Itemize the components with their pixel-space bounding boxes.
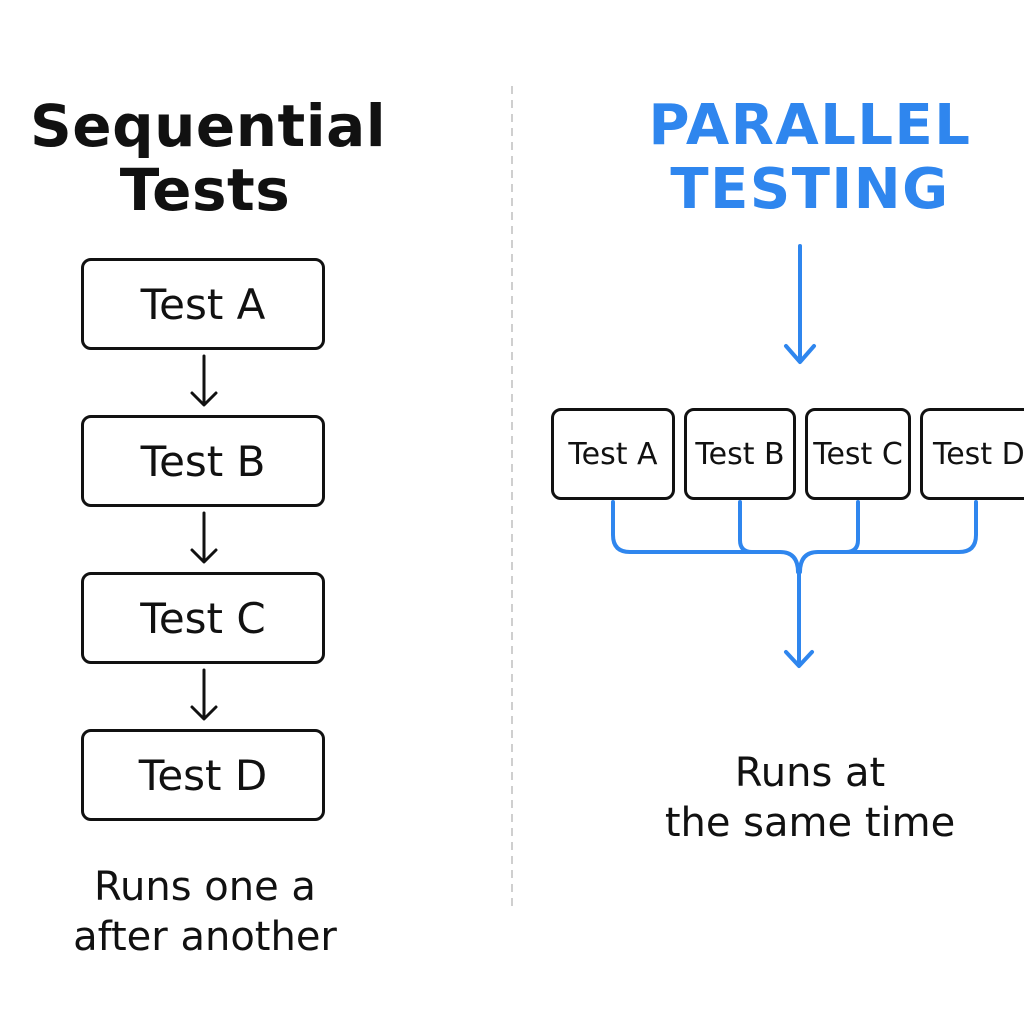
- sequential-caption-line1: Runs one a: [94, 864, 316, 910]
- sequential-caption: Runs one a after another: [30, 862, 380, 962]
- parallel-test-b-label: Test B: [695, 436, 785, 472]
- parallel-caption: Runs at the same time: [630, 748, 990, 848]
- parallel-test-d-box: Test D: [920, 408, 1024, 500]
- parallel-title: PARALLEL TESTING: [610, 94, 1010, 222]
- parallel-test-a-label: Test A: [568, 436, 658, 472]
- sequential-arrow-b-c: [190, 511, 218, 564]
- sequential-arrow-a-b: [190, 354, 218, 407]
- parallel-merge-connector: [611, 500, 978, 668]
- parallel-test-d-label: Test D: [933, 436, 1024, 472]
- parallel-input-arrow: [784, 244, 816, 364]
- sequential-test-c-label: Test C: [140, 593, 266, 643]
- parallel-caption-line1: Runs at: [734, 750, 886, 796]
- parallel-title-line1: PARALLEL: [648, 93, 972, 158]
- sequential-test-d-box: Test D: [81, 729, 325, 821]
- sequential-test-b-label: Test B: [140, 436, 266, 486]
- parallel-test-b-box: Test B: [684, 408, 796, 500]
- sequential-test-d-label: Test D: [138, 750, 268, 800]
- sequential-test-c-box: Test C: [81, 572, 325, 664]
- sequential-title: Sequential Tests: [30, 92, 387, 224]
- parallel-test-c-label: Test C: [813, 436, 903, 472]
- sequential-title-line1: Sequential: [30, 92, 387, 160]
- sequential-title-line2: Tests: [119, 156, 291, 224]
- sequential-test-a-box: Test A: [81, 258, 325, 350]
- sequential-arrow-c-d: [190, 668, 218, 721]
- sequential-caption-line2: after another: [73, 914, 337, 960]
- sequential-test-a-label: Test A: [140, 279, 266, 329]
- parallel-title-line2: TESTING: [670, 157, 950, 222]
- parallel-test-c-box: Test C: [805, 408, 911, 500]
- sequential-test-b-box: Test B: [81, 415, 325, 507]
- parallel-test-a-box: Test A: [551, 408, 675, 500]
- parallel-caption-line2: the same time: [664, 800, 956, 846]
